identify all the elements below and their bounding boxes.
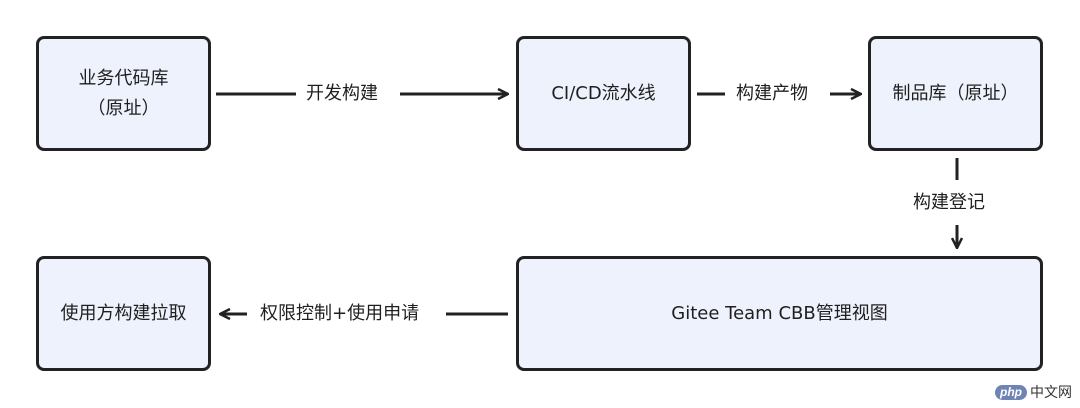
- site-watermark: php 中文网: [995, 382, 1072, 402]
- node-gitee-cbb-view-label: Gitee Team CBB管理视图: [671, 302, 888, 324]
- watermark-logo: php: [995, 384, 1027, 400]
- node-consumer-build-label: 使用方构建拉取: [60, 302, 187, 324]
- node-consumer-build[interactable]: 使用方构建拉取: [36, 256, 211, 371]
- edge-label-permission: 权限控制+使用申请: [260, 302, 420, 326]
- edge-label-build-dev: 开发构建: [306, 82, 378, 106]
- node-cicd-pipeline-label: CI/CD流水线: [551, 82, 656, 104]
- node-business-repo[interactable]: 业务代码库 （原址）: [36, 36, 211, 151]
- node-artifact-repo[interactable]: 制品库（原址）: [868, 36, 1043, 151]
- node-cicd-pipeline[interactable]: CI/CD流水线: [516, 36, 691, 151]
- node-business-repo-label: 业务代码库 （原址）: [78, 67, 169, 119]
- edge-label-build-output: 构建产物: [736, 82, 808, 106]
- node-artifact-repo-label: 制品库（原址）: [892, 82, 1019, 104]
- edge-label-build-register: 构建登记: [913, 191, 985, 215]
- watermark-text: 中文网: [1030, 385, 1072, 401]
- node-gitee-cbb-view[interactable]: Gitee Team CBB管理视图: [516, 256, 1043, 371]
